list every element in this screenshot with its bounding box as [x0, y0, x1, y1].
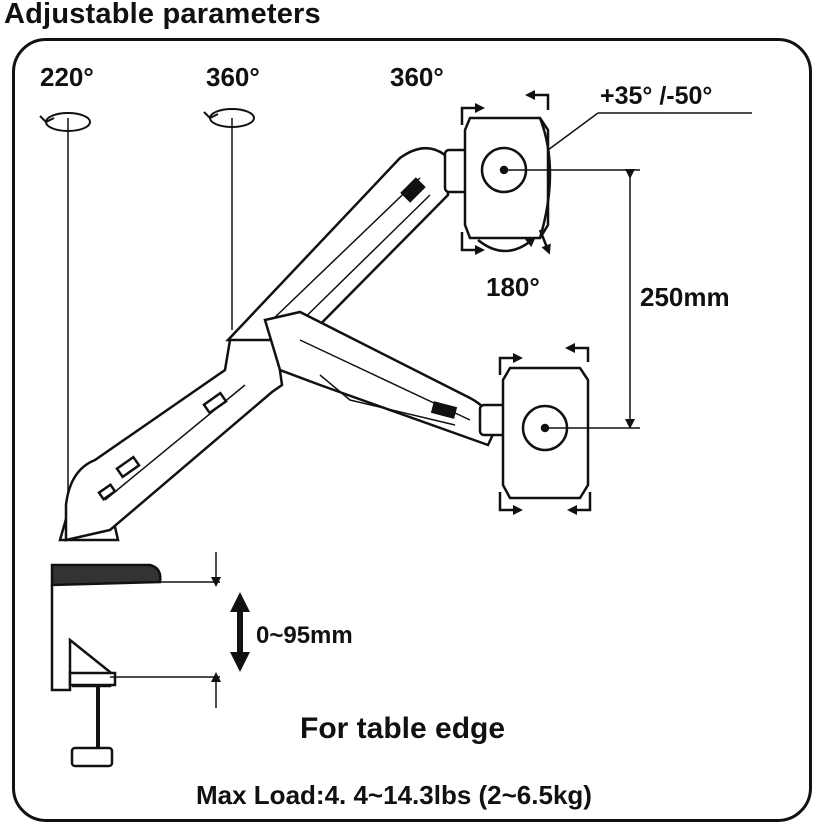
tilt-label: +35° /-50° — [600, 82, 713, 110]
clamp-range-dimension — [110, 552, 221, 708]
corner-arrow-icon — [460, 90, 592, 515]
arm-rotation-arrow-icon — [203, 108, 255, 128]
page-title: Adjustable parameters — [4, 0, 321, 30]
logo-badge-icon — [400, 177, 458, 419]
monitor-rotate-label: 360° — [390, 62, 444, 92]
top-vesa-plate — [463, 116, 552, 240]
pan-arrow-icon — [477, 236, 536, 253]
base-rotation-arrow-icon — [39, 112, 91, 132]
lower-arm — [64, 333, 284, 542]
max-load-note: Max Load:4. 4~14.3lbs (2~6.5kg) — [196, 780, 592, 810]
height-travel-label: 250mm — [640, 282, 730, 312]
base-swivel-label: 220° — [40, 62, 94, 92]
arm-swivel-label: 360° — [206, 62, 260, 92]
diagram-frame — [12, 38, 812, 822]
pan-label: 180° — [486, 272, 540, 302]
height-dimension — [504, 169, 640, 429]
second-arm — [263, 310, 512, 447]
bottom-vesa-plate — [501, 366, 590, 500]
double-arrow-icon — [230, 592, 250, 672]
tilt-leader-line — [547, 112, 752, 151]
desk-clamp — [50, 503, 162, 768]
clamp-range-label: 0~95mm — [256, 622, 353, 649]
mount-note: For table edge — [300, 712, 506, 745]
